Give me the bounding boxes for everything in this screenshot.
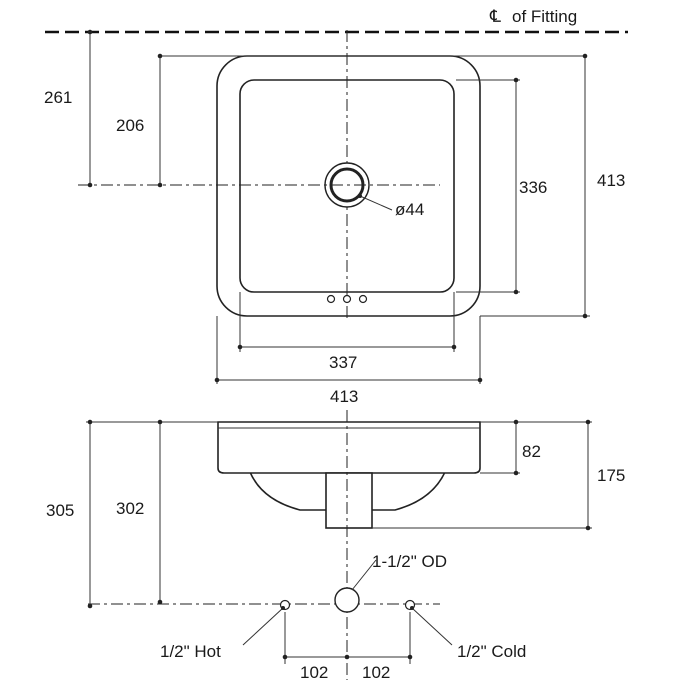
dimension-337: 337: [237, 292, 457, 372]
dimension-305: 305: [46, 419, 218, 609]
leader-dot: [410, 606, 414, 610]
rim-side: [217, 421, 481, 474]
dim-206-label: 206: [116, 116, 144, 135]
dimension-82: 82: [480, 419, 592, 476]
cold-supply-label: 1/2" Cold: [457, 642, 526, 661]
drain-diameter-label: ø44: [395, 200, 424, 219]
dim-413-bottom-label: 413: [330, 387, 358, 406]
dimension-302: 302: [116, 419, 163, 605]
leader-dot: [281, 606, 285, 610]
dim-261-label: 261: [44, 88, 72, 107]
dimension-206: 206: [116, 53, 585, 188]
dim-82-label: 82: [522, 442, 541, 461]
waste-outlet: [325, 472, 373, 529]
side-view: [88, 410, 481, 680]
dim-336-label: 336: [519, 178, 547, 197]
cold-leader: [411, 607, 453, 646]
dimension-261: 261: [44, 29, 93, 188]
overflow-hole-icon: [326, 294, 336, 304]
waste-od-label: 1-1/2" OD: [372, 552, 447, 571]
dim-102-left-label: 102: [300, 663, 328, 682]
dimension-413-bottom: 413: [214, 316, 483, 406]
waste-od-circle-icon: [334, 587, 360, 613]
hot-leader: [242, 607, 284, 646]
dim-305-label: 305: [46, 501, 74, 520]
dim-337-label: 337: [329, 353, 357, 372]
dimension-336: 336: [456, 77, 547, 295]
dim-102-right-label: 102: [362, 663, 390, 682]
dimension-175: 175: [372, 419, 625, 531]
dimension-413-right: 413: [480, 53, 625, 319]
plan-view: ø44: [216, 30, 481, 320]
cl-symbol: ℄: [489, 7, 501, 26]
cl-of-fitting-label: of Fitting: [512, 7, 577, 26]
dim-302-label: 302: [116, 499, 144, 518]
od-leader: [351, 559, 377, 591]
overflow-hole-icon: [342, 294, 352, 304]
dim-175-label: 175: [597, 466, 625, 485]
overflow-hole-icon: [358, 294, 368, 304]
hot-supply-label: 1/2" Hot: [160, 642, 221, 661]
drain-diameter-leader: [359, 195, 393, 211]
dim-413-right-label: 413: [597, 171, 625, 190]
dimension-102-pair: 102 102: [282, 612, 413, 682]
leader-dot: [358, 194, 362, 198]
